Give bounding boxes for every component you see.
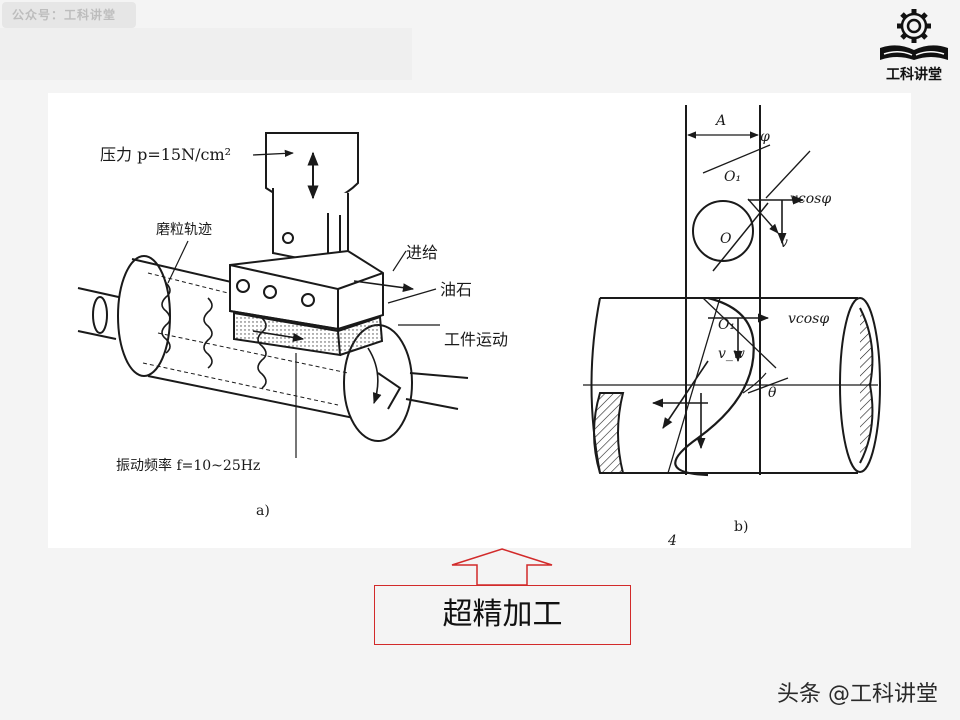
- frequency-label: 振动频率 f=10~25Hz: [116, 458, 261, 474]
- workpiece-motion-label: 工件运动: [444, 330, 509, 349]
- gear-book-logo-icon: [880, 9, 948, 60]
- pressure-label: 压力 p=15N/cm²: [100, 145, 232, 164]
- theta-label: θ: [768, 385, 777, 401]
- o1-top-label: O₁: [724, 169, 742, 185]
- v-label: v: [780, 235, 788, 251]
- vw-label: v_w: [718, 346, 745, 362]
- vcos-top-label: vcosφ: [790, 191, 832, 207]
- dimension-a-label: A: [716, 113, 727, 129]
- o1-bottom-label: O₁: [718, 317, 736, 333]
- stone-label: 油石: [440, 280, 473, 299]
- result-title-box: 超精加工: [374, 585, 631, 645]
- phi-label: φ: [760, 129, 770, 145]
- up-arrow-icon: [451, 548, 553, 586]
- footer-watermark: 头条 @工科讲堂: [777, 682, 938, 707]
- stray-mark: 4: [668, 533, 677, 549]
- figure-a-caption: a): [256, 503, 270, 519]
- feed-label: 进给: [406, 243, 439, 262]
- figure-a-drawing: [77, 132, 469, 458]
- logo-text: 工科讲堂: [886, 67, 942, 83]
- watermark-badge: 公众号：工科讲堂: [2, 2, 136, 28]
- figure-panel: 压力 p=15N/cm² 磨粒轨迹 进给 油石 工件运动 振动频率 f=10~2…: [48, 93, 911, 549]
- o-label: O: [720, 231, 732, 247]
- figure-b-drawing: [583, 105, 881, 477]
- watermark-band: [0, 28, 412, 80]
- vcos-bottom-label: vcosφ: [788, 311, 830, 327]
- grain-track-label: 磨粒轨迹: [156, 222, 212, 238]
- figure-drawing: [77, 105, 881, 477]
- figure-b-caption: b): [734, 519, 749, 535]
